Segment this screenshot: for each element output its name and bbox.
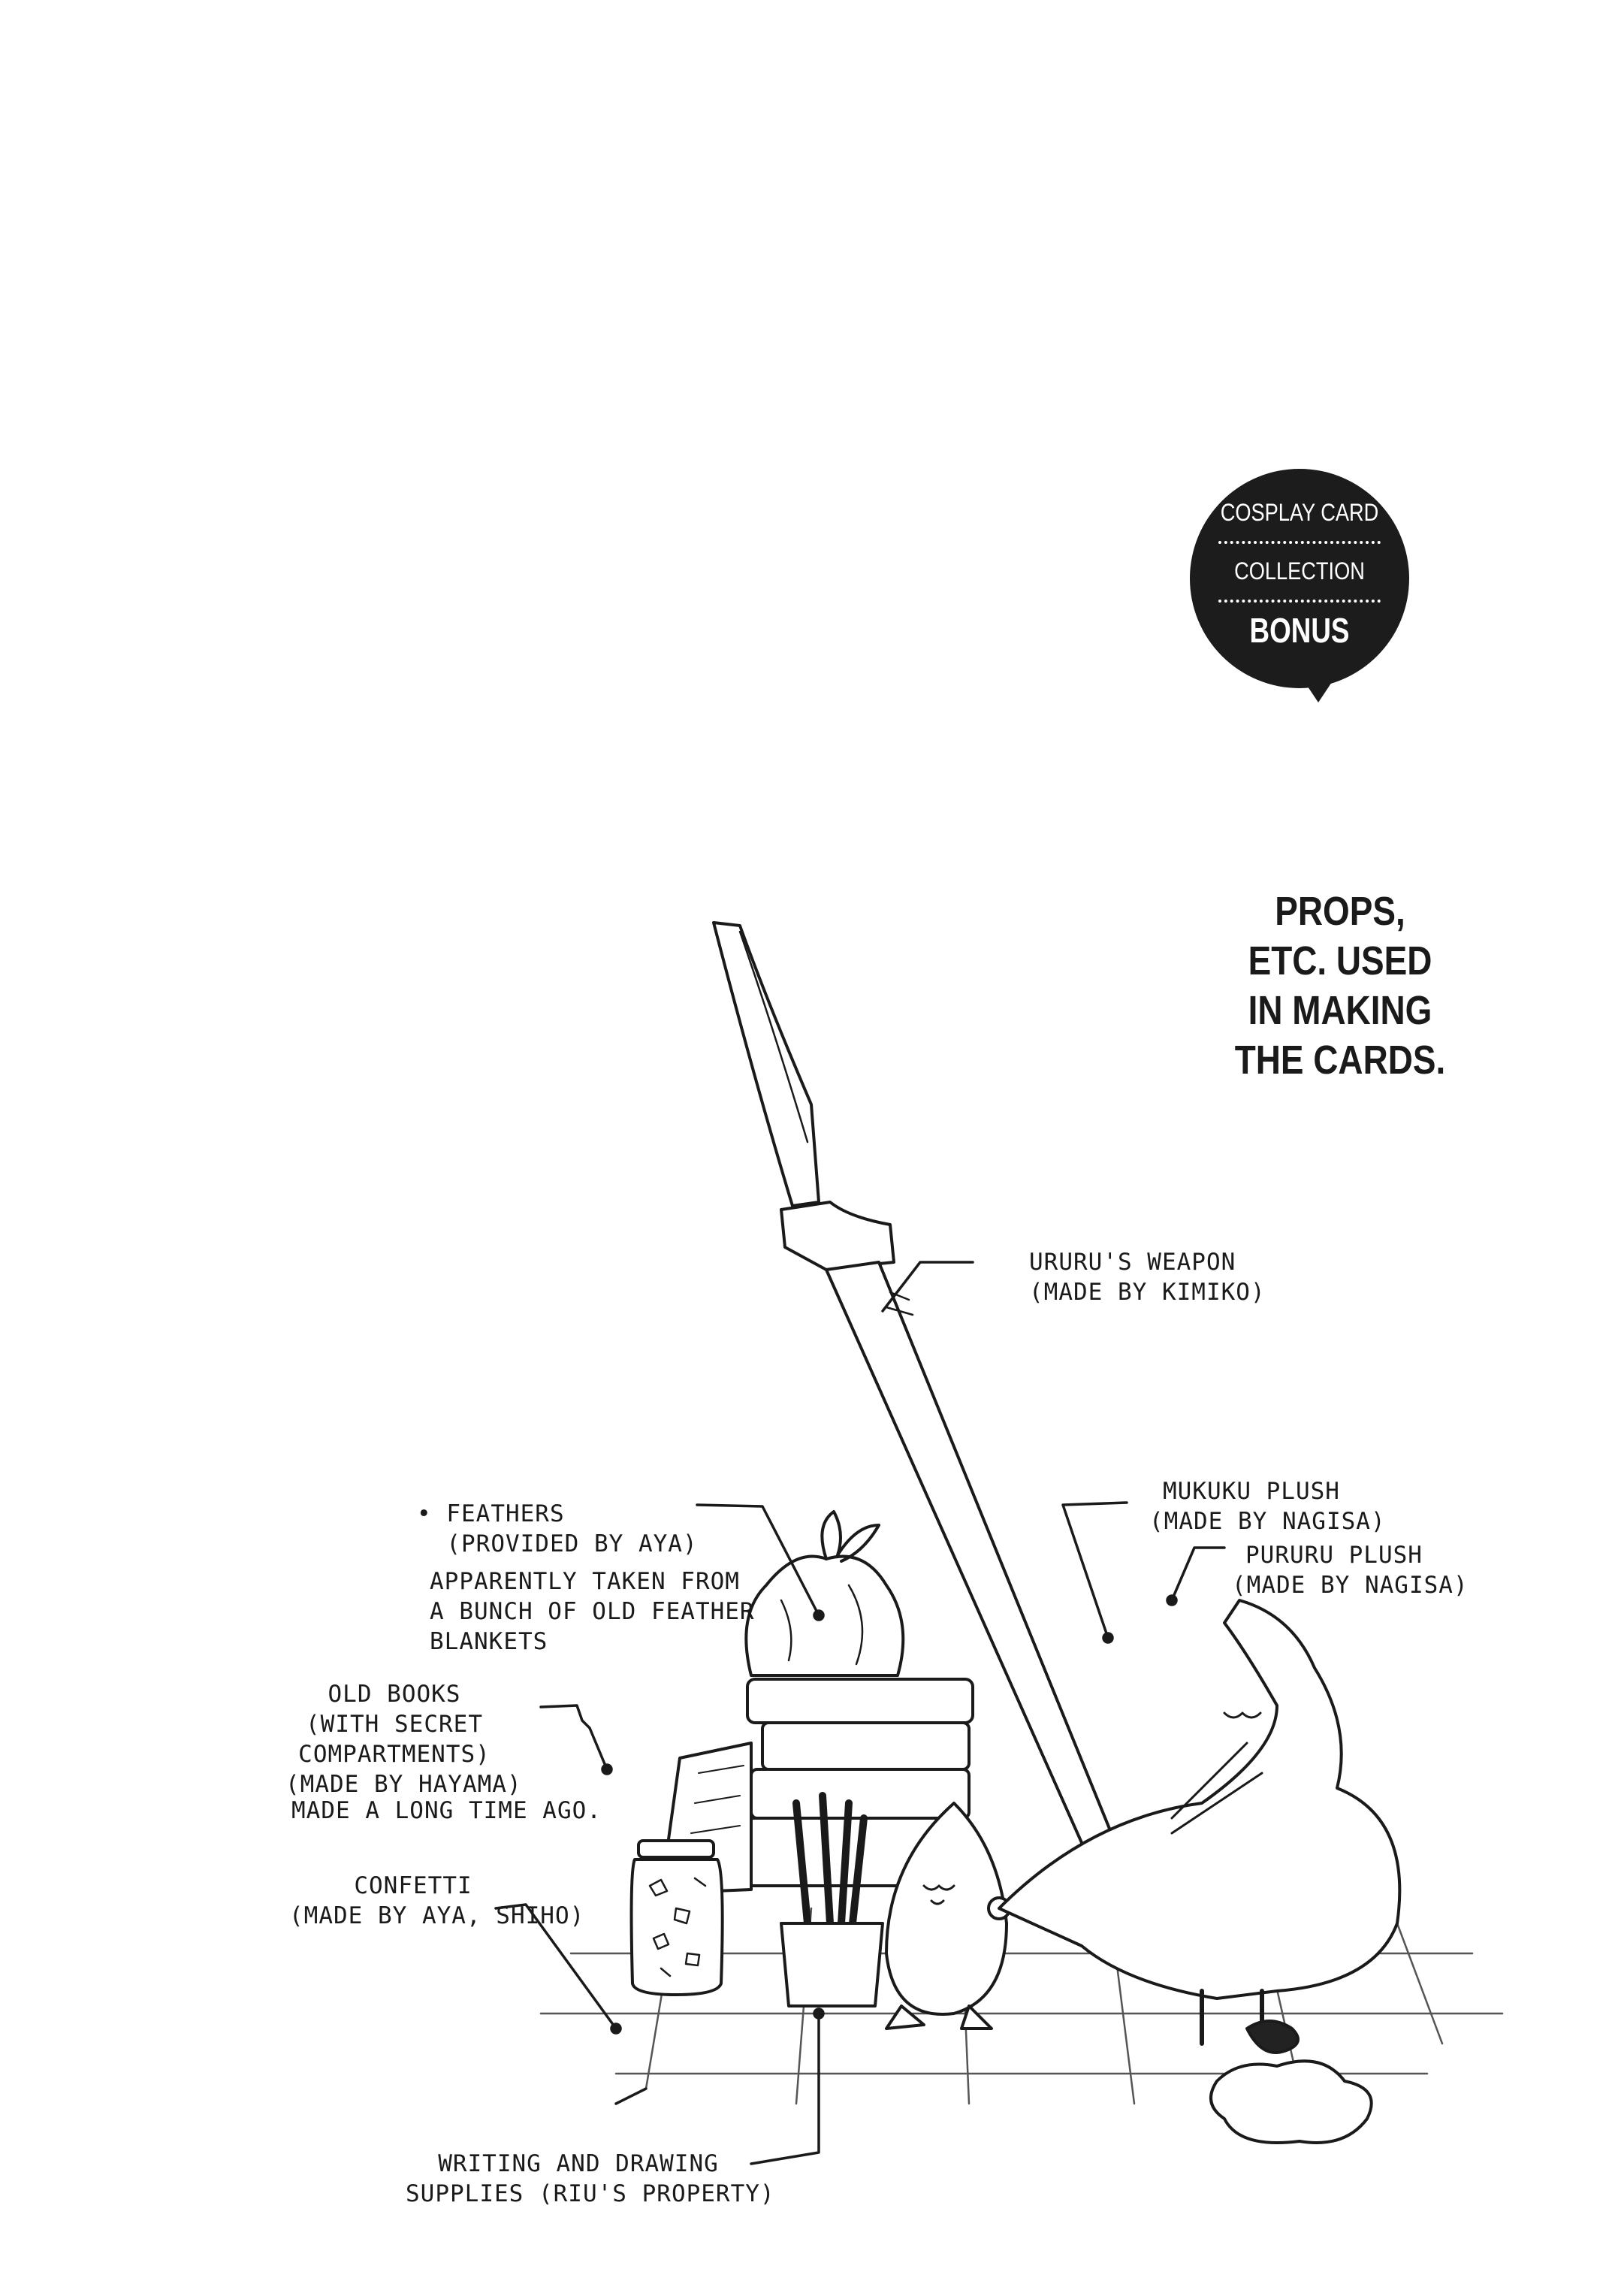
- label-line: (MADE BY NAGISA): [1232, 1572, 1469, 1599]
- fluffy-tail: [1209, 2059, 1373, 2144]
- label-line: MUKUKU PLUSH: [1163, 1478, 1340, 1505]
- label-mukuku: MUKUKU PLUSH (MADE BY NAGISA): [1149, 1476, 1386, 1536]
- label-line: SUPPLIES (RIU'S PROPERTY): [406, 2180, 775, 2207]
- badge-divider: [1218, 541, 1381, 544]
- label-line: APPARENTLY TAKEN FROM: [430, 1568, 740, 1595]
- label-line: PURURU PLUSH: [1245, 1542, 1423, 1569]
- label-feathers-note: APPARENTLY TAKEN FROM A BUNCH OF OLD FEAT…: [430, 1566, 755, 1657]
- label-pururu: PURURU PLUSH (MADE BY NAGISA): [1232, 1540, 1469, 1600]
- badge-divider: [1218, 600, 1381, 603]
- label-supplies: WRITING AND DRAWING SUPPLIES (RIU'S PROPE…: [406, 2149, 775, 2209]
- cosplay-card-bonus-badge: COSPLAY CARD COLLECTION BONUS: [1190, 469, 1409, 688]
- title-line: IN MAKING: [1248, 988, 1432, 1033]
- pururu-plush: [998, 1599, 1402, 2054]
- badge-line-1: COSPLAY CARD: [1220, 499, 1379, 526]
- badge-line-2: COLLECTION: [1234, 557, 1365, 585]
- pencil-cup: [780, 1792, 884, 2007]
- leader-lines: [494, 1261, 1226, 2165]
- label-line: (MADE BY AYA, SHIHO): [289, 1902, 585, 1929]
- page-title: PROPS, ETC. USED IN MAKING THE CARDS.: [1225, 887, 1455, 1085]
- feather-bag: [744, 1510, 905, 1677]
- label-line: (MADE BY KIMIKO): [1029, 1279, 1266, 1306]
- label-line: (PROVIDED BY AYA): [417, 1530, 698, 1557]
- label-line: (MADE BY HAYAMA): [285, 1771, 522, 1798]
- badge-line-3: BONUS: [1249, 611, 1350, 650]
- label-line: BLANKETS: [430, 1628, 548, 1655]
- label-line: A BUNCH OF OLD FEATHER: [430, 1598, 755, 1625]
- label-weapon: URURU'S WEAPON (MADE BY KIMIKO): [1029, 1247, 1266, 1307]
- label-line: (MADE BY NAGISA): [1149, 1508, 1386, 1535]
- label-confetti: CONFETTI (MADE BY AYA, SHIHO): [289, 1871, 585, 1931]
- sword-prop: [712, 921, 1136, 1895]
- label-feathers: • FEATHERS (PROVIDED BY AYA): [417, 1499, 698, 1559]
- confetti-jar: [629, 1839, 724, 1996]
- label-line: WRITING AND DRAWING: [438, 2150, 719, 2177]
- label-line: (WITH SECRET: [306, 1711, 483, 1738]
- title-line: ETC. USED: [1248, 938, 1432, 983]
- title-line: THE CARDS.: [1234, 1038, 1446, 1083]
- label-line: CONFETTI: [354, 1872, 472, 1899]
- label-books-note: MADE A LONG TIME AGO.: [291, 1797, 602, 1824]
- label-old-books: OLD BOOKS (WITH SECRET COMPARTMENTS) (MADE …: [285, 1679, 522, 1799]
- title-line: PROPS,: [1275, 889, 1405, 934]
- label-line: COMPARTMENTS): [298, 1741, 491, 1768]
- label-line: OLD BOOKS: [328, 1681, 461, 1708]
- label-line: URURU'S WEAPON: [1029, 1249, 1236, 1276]
- label-line: • FEATHERS: [417, 1500, 565, 1527]
